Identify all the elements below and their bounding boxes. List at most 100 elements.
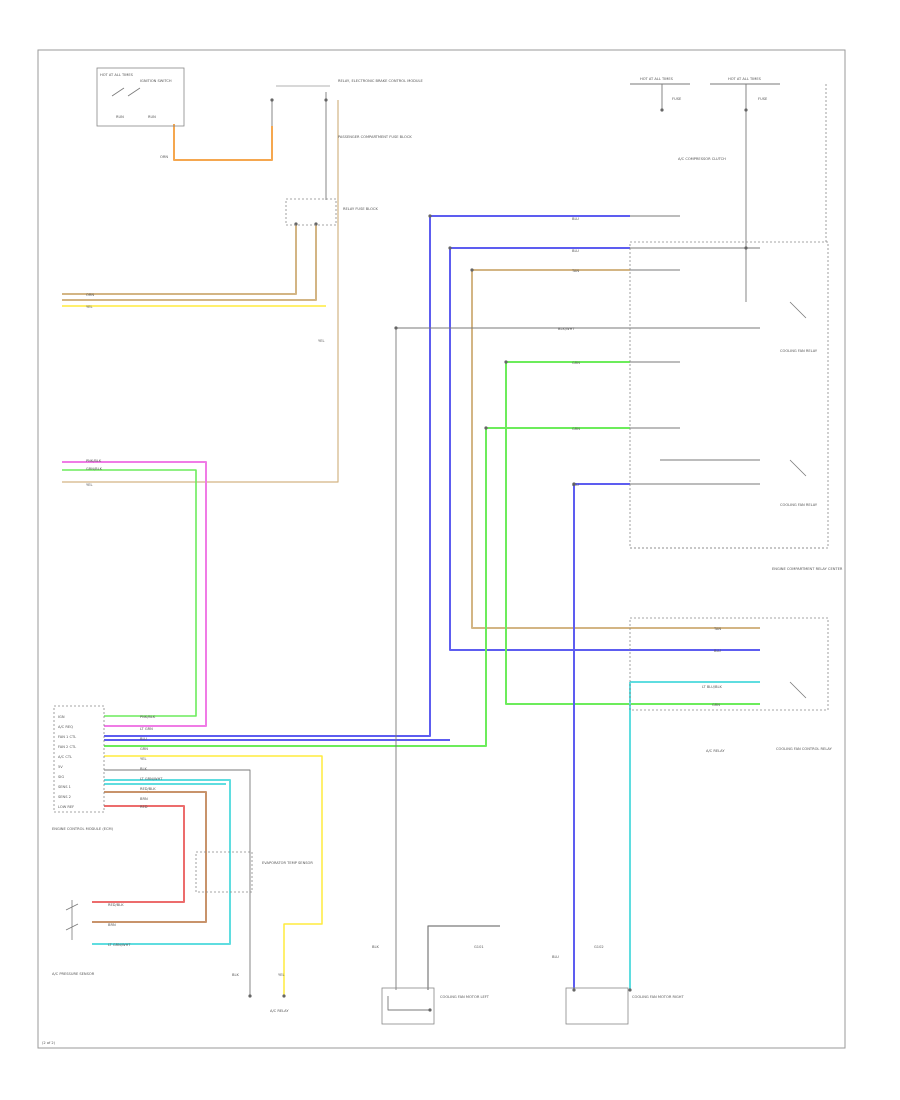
wire-gray-blk-wht (395, 327, 760, 990)
wire-label-blu-4: BLU (714, 649, 721, 653)
passenger-fuse-label: PASSENGER COMPARTMENT FUSE BLOCK (338, 135, 412, 139)
fuse-right-1: FUSE (672, 97, 682, 101)
connector-dot (660, 108, 664, 112)
ecm-pin-label: LOW REF (58, 805, 74, 809)
wire-label-tan: TAN (571, 269, 579, 273)
relay-wire-blk: BLK (232, 973, 239, 977)
wire-gray-bottom-rect (387, 996, 430, 1011)
wire-label-tan-2: TAN (713, 627, 721, 631)
ecm-pin-label: SENS 2 (58, 795, 71, 799)
wire-gray-ground-left (427, 925, 500, 990)
cooling-fan-relay-2-label: COOLING FAN RELAY (780, 503, 818, 507)
wire-label-blu-2: BLU (572, 249, 579, 253)
connector-dot (744, 108, 748, 112)
wire-dashed-boundary (630, 84, 827, 549)
wire-gray-blu-ext (630, 215, 760, 485)
footer-page: (2 of 2) (42, 1041, 56, 1045)
ignition-switch: HOT AT ALL TIMES IGNITION SWITCH RUN RUN (96, 67, 185, 127)
wire-label-grn-3: GRN (712, 703, 720, 707)
ecm-wire-pnk-blk: PNK/BLK (140, 715, 156, 719)
relay-wire-yel: YEL (278, 973, 284, 977)
wire-yellow-low (104, 755, 323, 996)
sensor-wire-red: RED/BLK (108, 903, 124, 907)
pressure-relief-label: A/C RELAY (270, 1009, 289, 1013)
component-layer: HOT AT ALL TIMES IGNITION SWITCH RUN RUN… (42, 67, 843, 1045)
ac-compressor-label: A/C COMPRESSOR CLUTCH (678, 157, 726, 161)
connector-dot (572, 482, 576, 486)
wire-label-yel-2: YEL (318, 339, 324, 343)
wire-blue-3 (573, 483, 630, 990)
fan-motor-left: COOLING FAN MOTOR LEFT (381, 987, 490, 1025)
ecm-pin-label: SIG (58, 775, 64, 779)
wire-green-c (104, 427, 630, 747)
evap-sensor-label: EVAPORATOR TEMP SENSOR (262, 861, 313, 865)
ecm-wire-grn: GRN (140, 747, 148, 751)
fan-motor-right: COOLING FAN MOTOR RIGHT (565, 987, 685, 1025)
ecm-pin-label: SENS 1 (58, 785, 71, 789)
evap-sensor: EVAPORATOR TEMP SENSOR (195, 851, 313, 893)
ecm-wire-blk: BLK (140, 767, 147, 771)
wire-gray-ecm-ground (104, 769, 251, 996)
hot-right-2: HOT AT ALL TIMES (728, 77, 762, 81)
ecm-pin-label: FAN 2 CTL (58, 745, 76, 749)
connector-dot (394, 326, 398, 330)
wire-red (92, 805, 185, 903)
wire-label-grn-blk: GRN/BLK (86, 467, 103, 471)
ecm-wire-blu: BLU (140, 737, 147, 741)
hot-right-1: HOT AT ALL TIMES (640, 77, 674, 81)
wire-brown (92, 791, 207, 923)
ignition-pin-b: RUN (148, 115, 156, 119)
ecm: ENGINE CONTROL MODULE (ECM) (52, 705, 114, 831)
diagram-frame (37, 49, 846, 1049)
wire-label-grn: GRN (572, 361, 580, 365)
ecm-pin-label: A/C CTL (58, 755, 72, 759)
fan-motor-left-label: COOLING FAN MOTOR LEFT (440, 995, 490, 999)
wire-orange (173, 124, 273, 161)
ac-relay-label: A/C RELAY (706, 749, 725, 753)
wire-tan-vertical (62, 100, 339, 483)
connector-dot (470, 268, 474, 272)
fuse-right-2: FUSE (758, 97, 768, 101)
wire-green-b (505, 361, 760, 705)
ecm-pin-label: 5V (58, 765, 63, 769)
ecm-wire-red-blk: RED/BLK (140, 787, 156, 791)
wire-gray-right-hot (661, 84, 747, 302)
connector-dot (428, 214, 432, 218)
wire-label-lt-blu-blk: LT BLU/BLK (702, 685, 722, 689)
sensor-wire-brn: BRN (108, 923, 116, 927)
ecm-wire-lt-grn-wht: LT GRN/WHT (140, 777, 163, 781)
connector-dot (744, 246, 748, 250)
connector-dot (248, 994, 252, 998)
sensor-wire-lt-grn: LT GRN/WHT (108, 943, 131, 947)
ground-2: G102 (594, 945, 604, 949)
ecm-pin-label: A/C REQ (58, 725, 73, 729)
wire-cyan (629, 681, 760, 990)
wire-blue-outer (104, 215, 630, 737)
wire-blue-2 (449, 247, 760, 651)
ignition-switch-title: HOT AT ALL TIMES (100, 73, 134, 77)
relay-fuse-center-label: RELAY FUSE BLOCK (343, 207, 378, 211)
motor-wire-blu: BLU (552, 955, 559, 959)
wire-tan-top-2 (62, 224, 317, 301)
ac-pressure-sensor-label: A/C PRESSURE SENSOR (52, 972, 95, 976)
ecm-pin-label: FAN 1 CTL (58, 735, 76, 739)
engine-relay-center: COOLING FAN RELAY COOLING FAN RELAY ENGI… (629, 241, 843, 571)
ecm-wire-lt-grn: LT GRN (140, 727, 153, 731)
relay-switch-contacts (789, 301, 807, 699)
passenger-fuse-block: PASSENGER COMPARTMENT FUSE BLOCK (338, 135, 412, 139)
wire-label-yel: YEL (86, 305, 92, 309)
connector-dot (484, 426, 488, 430)
wire-label-orn: ORN (160, 155, 168, 159)
wire-label-grn-2: GRN (572, 427, 580, 431)
wire-pink (62, 461, 207, 727)
ecm-label: ENGINE CONTROL MODULE (ECM) (52, 827, 114, 831)
ground-1: G101 (474, 945, 484, 949)
cooling-fan-relay-1-label: COOLING FAN RELAY (780, 349, 818, 353)
wire-label-pnk-blk: PNK/BLK (86, 459, 102, 463)
cooling-fan-control-label: COOLING FAN CONTROL RELAY (776, 747, 833, 751)
wire-cyan-sensor (92, 779, 231, 945)
connector-dot (270, 98, 274, 102)
connector-dot (428, 1008, 432, 1012)
